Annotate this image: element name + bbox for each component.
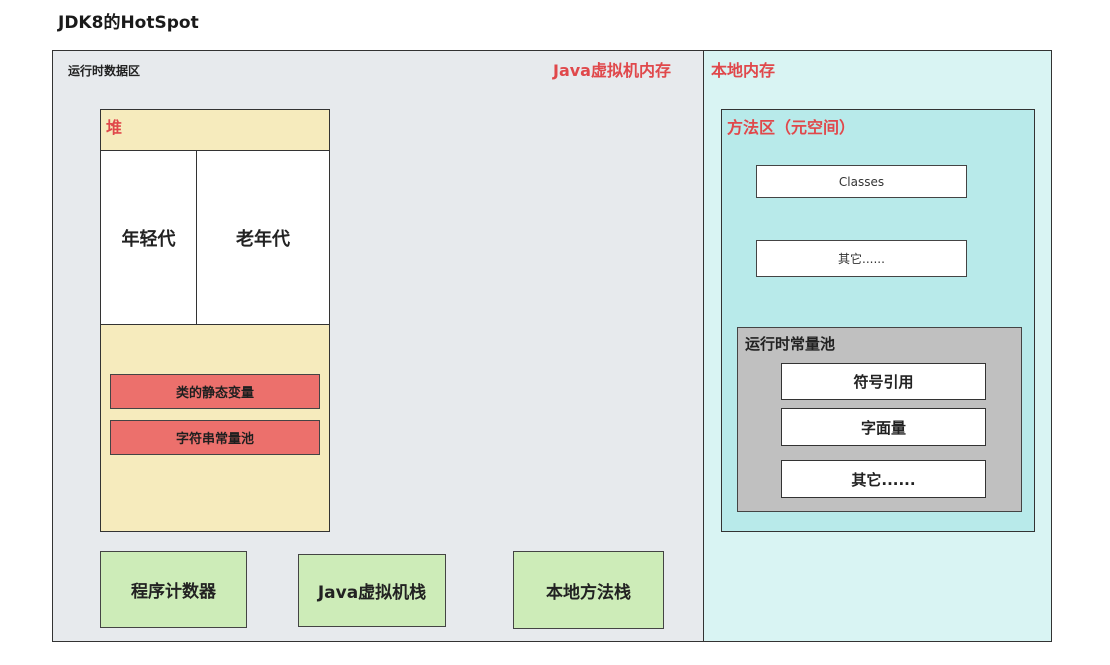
program-counter-box: 程序计数器 — [100, 551, 247, 628]
young-generation-label: 年轻代 — [121, 228, 176, 250]
jvm-stack-label: Java虚拟机栈 — [317, 583, 427, 603]
method-area-others-box: 其它...... — [756, 240, 967, 277]
symbolic-reference-box: 符号引用 — [781, 363, 986, 400]
literal-label: 字面量 — [860, 418, 906, 437]
runtime-data-area-label: 运行时数据区 — [68, 64, 141, 78]
literal-box: 字面量 — [781, 408, 986, 446]
program-counter-label: 程序计数器 — [131, 582, 216, 602]
pool-others-box: 其它...... — [781, 460, 986, 498]
old-generation-box: 老年代 — [196, 150, 330, 325]
jvm-stack-box: Java虚拟机栈 — [298, 554, 446, 627]
runtime-constant-pool-label: 运行时常量池 — [745, 335, 836, 353]
native-method-stack-box: 本地方法栈 — [513, 551, 664, 629]
diagram-title: JDK8的HotSpot — [58, 13, 199, 33]
string-constant-pool-label: 字符串常量池 — [175, 432, 254, 447]
native-method-stack-label: 本地方法栈 — [546, 582, 631, 603]
young-generation-box: 年轻代 — [100, 150, 197, 325]
jvm-memory-label: Java虚拟机内存 — [553, 61, 671, 80]
native-memory-label: 本地内存 — [711, 61, 776, 80]
static-variables-box: 类的静态变量 — [110, 374, 320, 409]
symbolic-reference-label: 符号引用 — [853, 373, 914, 391]
old-generation-label: 老年代 — [236, 228, 290, 250]
classes-label: Classes — [838, 174, 885, 189]
classes-box: Classes — [756, 165, 967, 198]
string-constant-pool-box: 字符串常量池 — [110, 420, 320, 455]
method-area-label: 方法区（元空间） — [727, 118, 856, 137]
pool-others-label: 其它...... — [851, 470, 916, 489]
heap-label: 堆 — [106, 118, 123, 137]
method-area-others-label: 其它...... — [838, 252, 885, 266]
static-variables-label: 类的静态变量 — [175, 386, 254, 401]
